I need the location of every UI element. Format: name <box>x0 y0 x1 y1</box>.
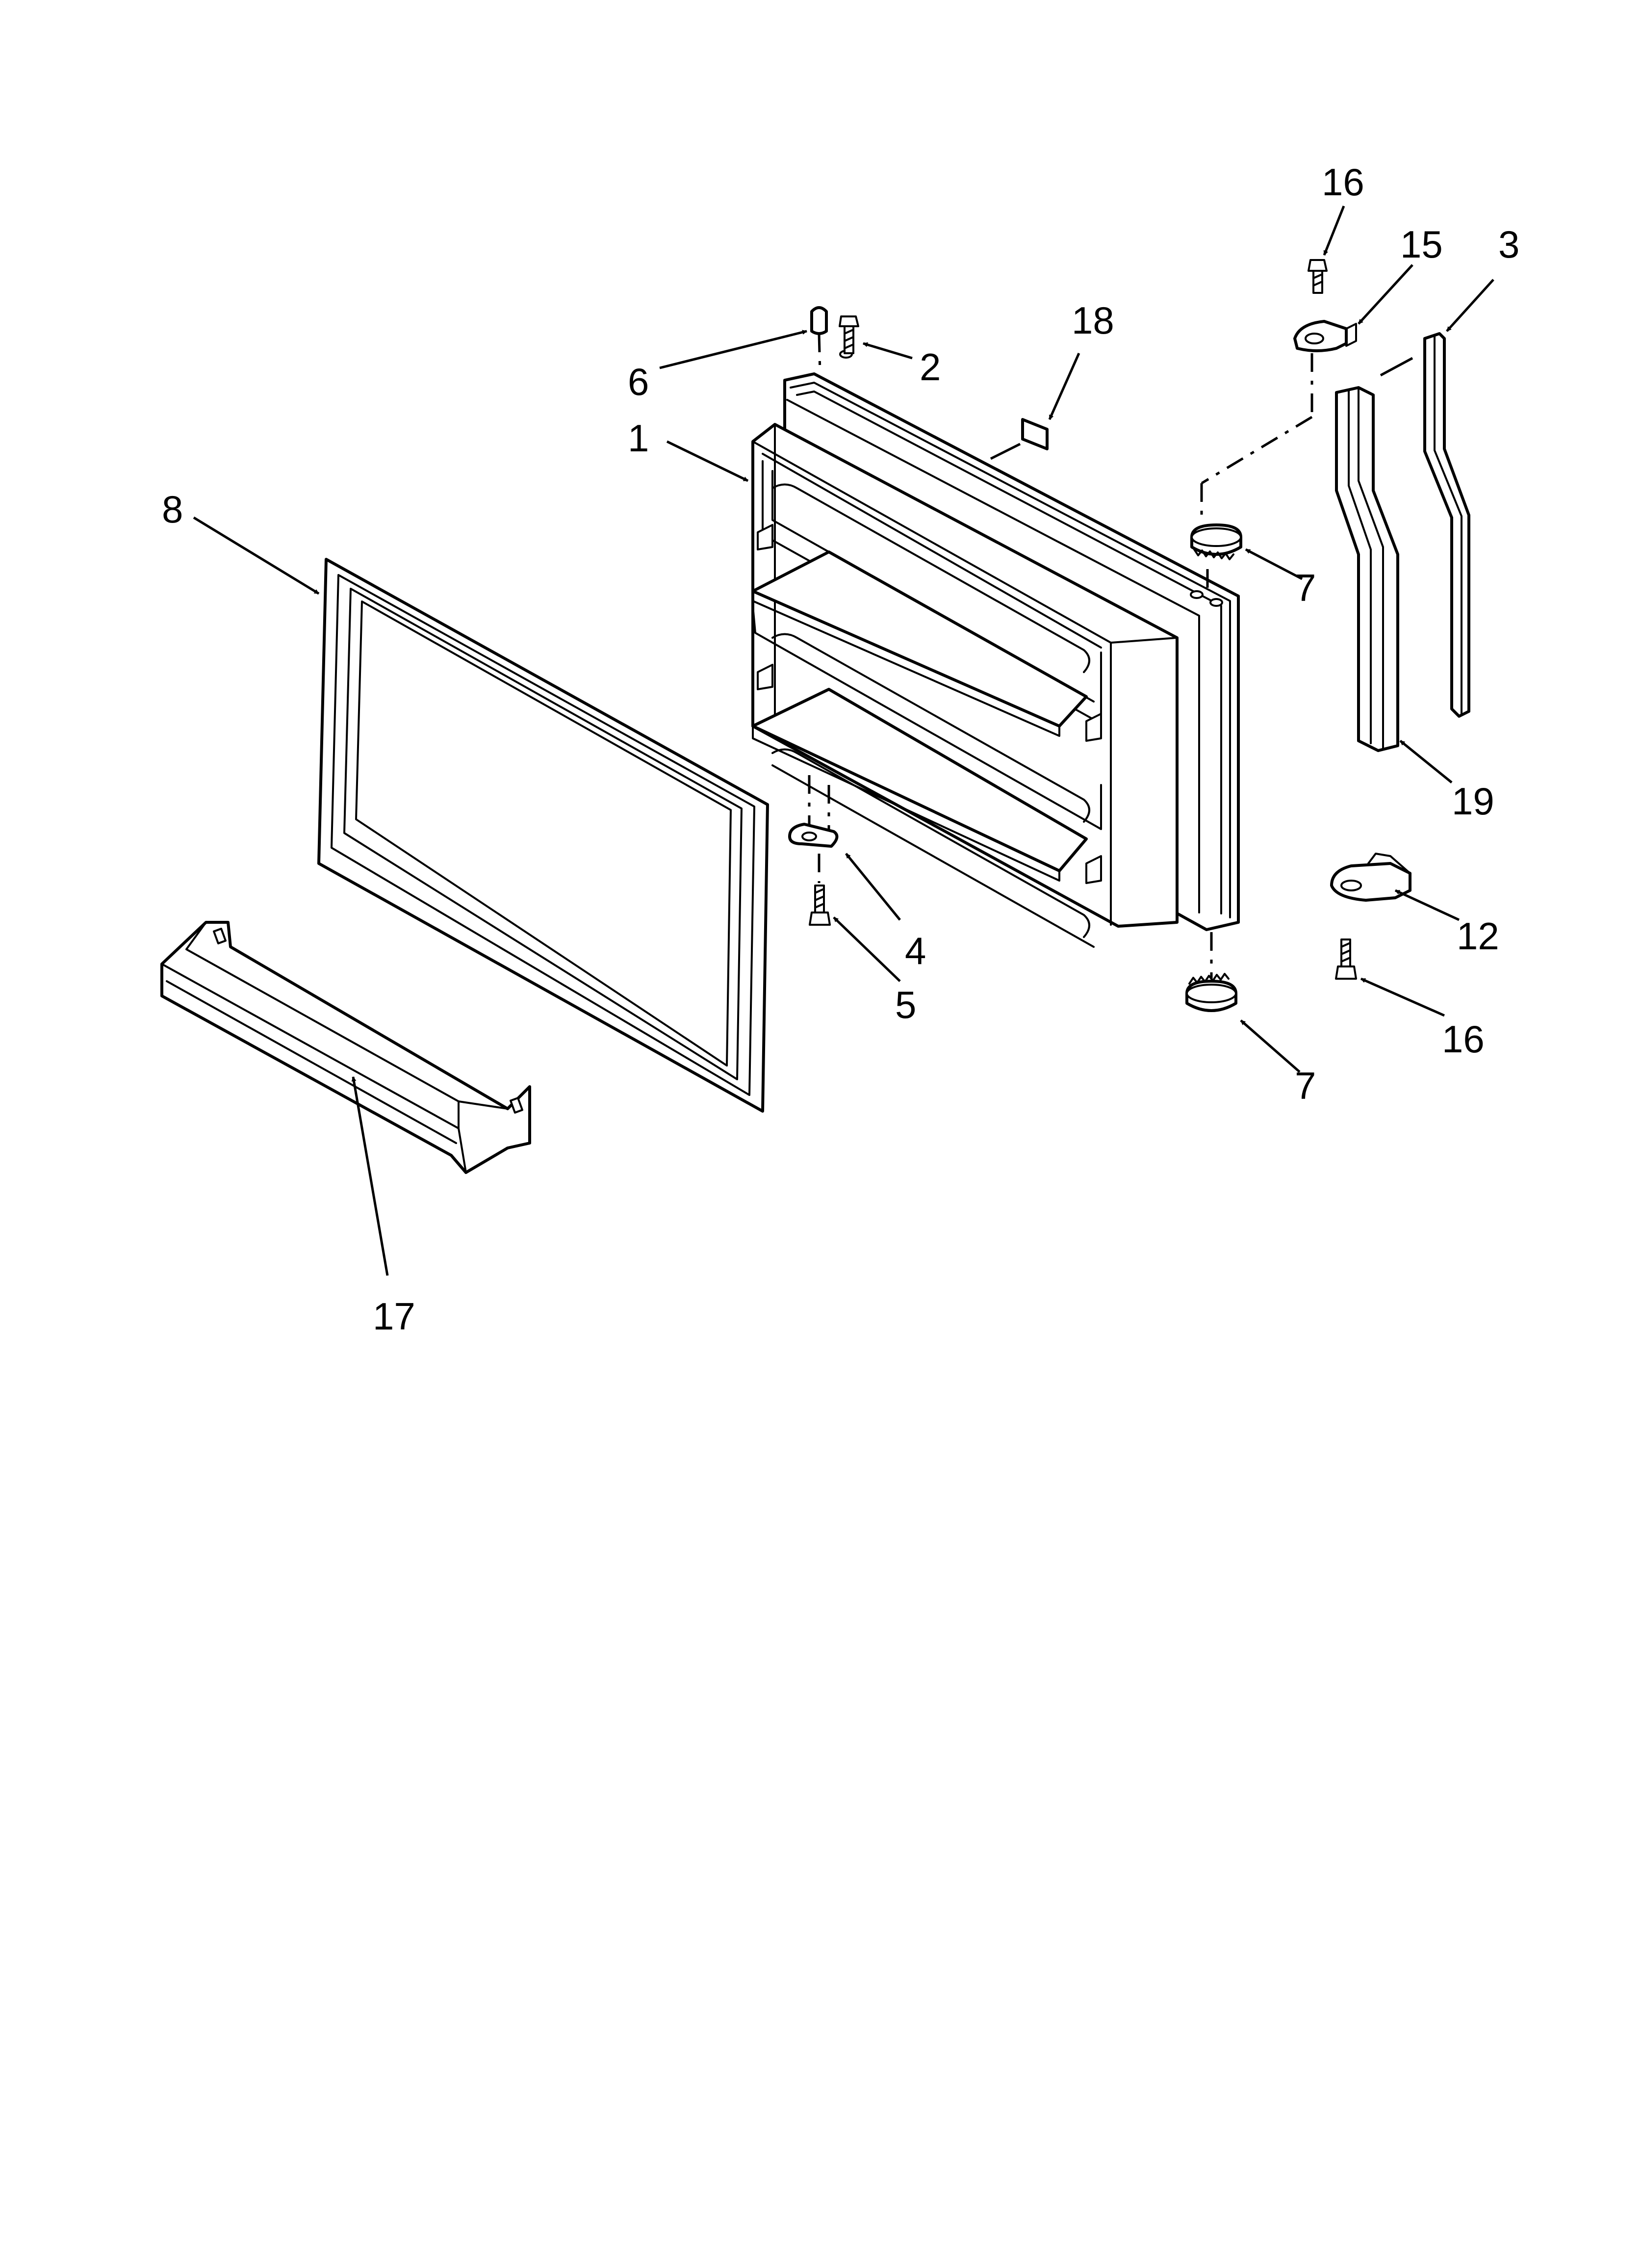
screw-top-right <box>1308 259 1328 294</box>
screw-top-left <box>839 315 859 354</box>
callout-7-bottom: 7 <box>1295 1064 1316 1107</box>
leader-3 <box>1446 279 1494 332</box>
leader-16-bottom <box>1360 977 1445 1017</box>
callout-18: 18 <box>1072 299 1114 342</box>
leader-19 <box>1399 740 1453 783</box>
leader-12 <box>1394 889 1460 921</box>
callout-7-top: 7 <box>1295 566 1316 609</box>
callout-1: 1 <box>628 417 649 460</box>
callout-15: 15 <box>1400 223 1443 266</box>
leader-3-b <box>1380 357 1413 377</box>
leader-17 <box>351 1076 389 1276</box>
callout-17: 17 <box>373 1295 415 1338</box>
leader-6 <box>659 330 807 369</box>
leader-2 <box>863 342 913 360</box>
bushing-top <box>1190 523 1242 560</box>
callout-12: 12 <box>1457 914 1499 958</box>
leader-18 <box>1048 352 1080 420</box>
door-gasket <box>317 558 769 1113</box>
callout-2: 2 <box>920 345 941 389</box>
door-rail <box>160 921 531 1174</box>
leader-5 <box>833 916 901 982</box>
hinge-bracket-bottom-right <box>1330 853 1411 902</box>
label-patch <box>1021 418 1049 450</box>
callout-8: 8 <box>162 488 183 531</box>
callout-5: 5 <box>895 983 916 1026</box>
leader-7-top <box>1245 548 1303 580</box>
screw-bottom-left <box>809 885 831 926</box>
leader-1 <box>666 440 749 482</box>
callout-19: 19 <box>1452 780 1494 823</box>
leader-16-top <box>1323 206 1345 256</box>
screw-bottom-right <box>1335 938 1357 980</box>
callout-4: 4 <box>905 929 926 972</box>
callout-16-top: 16 <box>1322 160 1364 204</box>
callout-16-bottom: 16 <box>1442 1017 1485 1061</box>
freezer-door <box>751 350 1240 948</box>
handle-trim <box>1423 332 1470 718</box>
handle-bar <box>1335 386 1399 752</box>
plug-button <box>810 306 828 373</box>
leader-4 <box>845 853 901 921</box>
leader-7-bottom <box>1240 1019 1301 1073</box>
hinge-bracket-top <box>1200 320 1357 591</box>
bushing-bottom <box>1185 932 1237 1012</box>
leader-18-b <box>990 443 1021 460</box>
hinge-bracket-bottom-left <box>788 775 839 883</box>
callout-6: 6 <box>628 360 649 403</box>
leader-15 <box>1358 264 1413 325</box>
callout-3: 3 <box>1498 223 1519 266</box>
leader-8 <box>193 516 320 595</box>
